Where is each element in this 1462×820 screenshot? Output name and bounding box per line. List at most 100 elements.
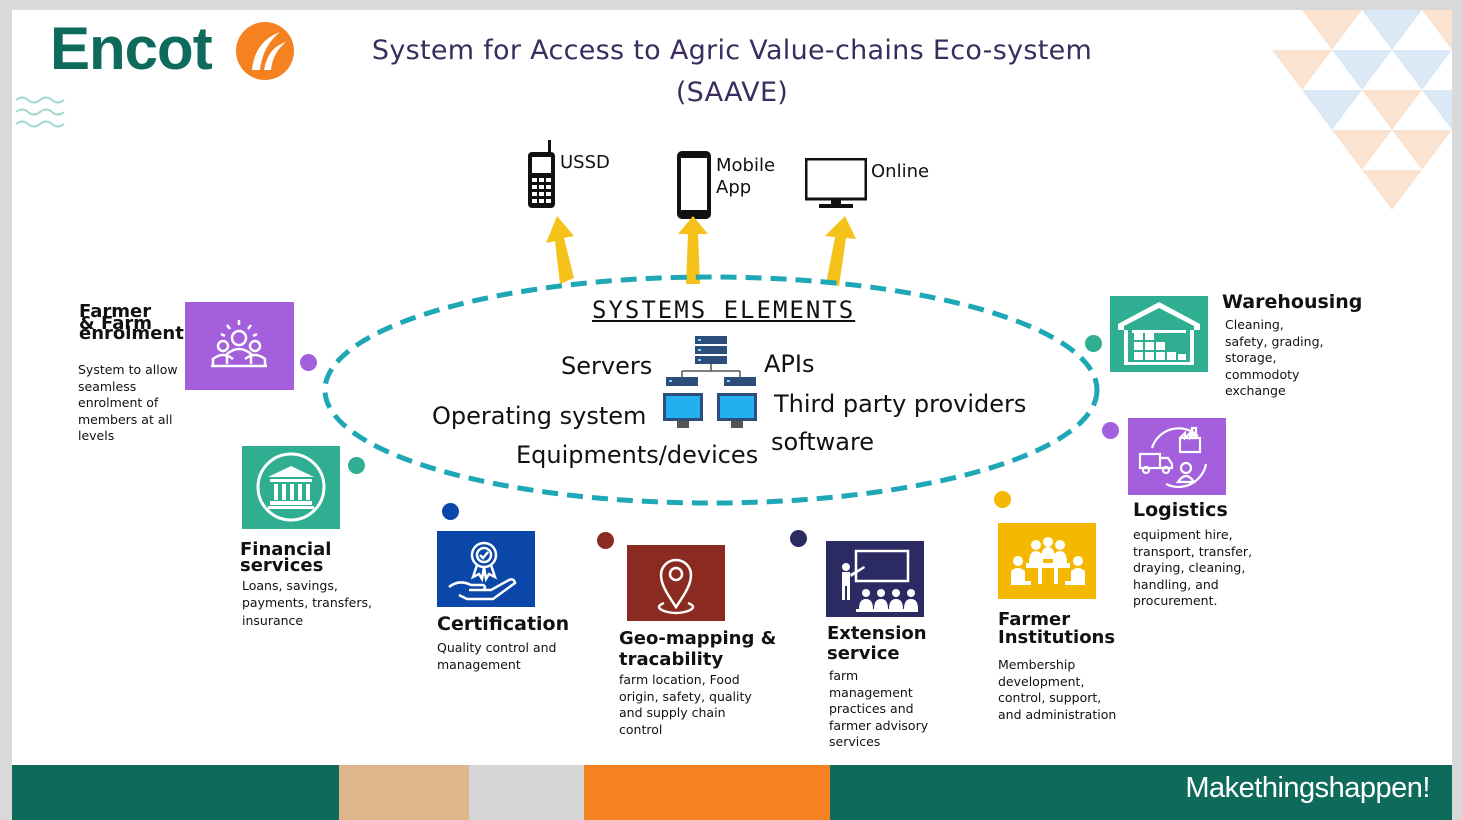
warehousing-dot — [1085, 335, 1102, 352]
logistics-heading-1: Logistics — [1133, 499, 1228, 521]
extension-dot — [790, 530, 807, 547]
meeting-table-icon — [1011, 537, 1085, 585]
geo-mapping-desc-1: farm location, Food — [619, 672, 740, 687]
farmer-enrolment-icon-box — [185, 302, 294, 390]
title-line-1: System for Access to Agric Value-chains … — [371, 35, 1093, 66]
financial-desc-1: Loans, savings, — [242, 578, 338, 593]
farmer-institutions-desc-3: control, support, — [998, 690, 1102, 705]
channel-ussd-line-1: USSD — [560, 152, 610, 173]
financial-desc-2: payments, transfers, — [242, 594, 372, 610]
farmer-enrolment-desc-3: enrolment of — [78, 395, 159, 410]
farmer-institutions-icon-box — [998, 523, 1096, 599]
map-pin-icon — [657, 558, 695, 615]
farmer-enrolment-heading-3: enrolment — [79, 323, 184, 344]
footer-bar-tan — [339, 765, 469, 820]
warehousing-desc-4: commodoty — [1225, 366, 1300, 382]
arrow-to-mobile — [678, 216, 708, 284]
extension-heading-1: Extension — [827, 623, 927, 644]
financial-desc: Loans, savings, payments, transfers, ins… — [242, 578, 372, 630]
farmer-institutions-heading-1: Farmer — [998, 609, 1071, 630]
geo-mapping-desc-3: and supply chain — [619, 705, 726, 720]
extension-heading: Extension service — [827, 624, 927, 663]
element-software: software — [771, 428, 875, 456]
extension-desc-4: farmer advisory — [829, 717, 929, 733]
decorative-triangles — [1272, 10, 1452, 210]
farmer-enrolment-heading: Farmer & Farm enrolment — [79, 302, 184, 343]
channel-mobile-label: Mobile App — [716, 155, 775, 199]
geo-mapping-desc-2: origin, safety, quality — [619, 688, 752, 704]
channel-online-label: Online — [871, 161, 929, 183]
feature-phone-icon — [528, 140, 555, 208]
farmer-enrolment-heading-2: & Farm — [79, 313, 152, 334]
server-network-icon — [663, 336, 757, 428]
footer-bar-teal-right — [830, 765, 1452, 820]
extension-desc-2: management — [829, 684, 913, 700]
element-equipments: Equipments/devices — [516, 441, 759, 469]
decorative-waves — [15, 96, 65, 128]
footer-bar-orange — [584, 765, 830, 820]
extension-heading-2: service — [827, 643, 900, 664]
logistics-desc: equipment hire, transport, transfer, dra… — [1133, 527, 1252, 610]
element-servers: Servers — [561, 352, 653, 380]
farmer-enrolment-desc-5: levels — [78, 428, 115, 443]
footer-bar-grey — [469, 765, 584, 820]
farmer-institutions-desc-2: development, — [998, 673, 1085, 689]
geo-mapping-heading-2: tracability — [619, 649, 724, 670]
financial-heading: Financial services — [240, 540, 331, 575]
bank-icon — [256, 452, 326, 522]
certification-dot — [442, 503, 459, 520]
extension-desc-3: practices and — [829, 701, 914, 716]
logistics-desc-2: transport, transfer, — [1133, 543, 1253, 559]
logistics-desc-1: equipment hire, — [1133, 527, 1233, 542]
title-line-2: (SAAVE) — [675, 77, 789, 108]
channel-mobile-line-1: Mobile — [716, 155, 776, 176]
element-third-party: Third party providers — [774, 390, 1027, 418]
farmer-enrolment-desc-4: members at all — [78, 411, 173, 427]
farmer-institutions-heading-2: Institutions — [998, 627, 1116, 648]
footer-tagline: Makethingshappen! — [1185, 772, 1430, 804]
element-operating-system: Operating system — [432, 402, 647, 430]
certification-desc: Quality control and management — [437, 640, 556, 673]
farmer-enrolment-dot — [300, 354, 317, 371]
farmer-institutions-dot — [994, 491, 1011, 508]
geo-mapping-dot — [597, 532, 614, 549]
teacher-class-icon — [842, 549, 918, 612]
warehousing-icon-box — [1110, 296, 1208, 372]
channel-ussd-label: USSD — [560, 152, 610, 174]
financial-icon-box — [242, 446, 340, 529]
monitor-icon — [805, 158, 867, 208]
award-hand-icon — [448, 541, 517, 601]
financial-dot — [348, 457, 365, 474]
geo-mapping-desc-4: control — [619, 721, 663, 737]
farmer-enrolment-desc-2: seamless — [78, 378, 137, 394]
farmer-enrolment-heading-1: Farmer — [79, 301, 152, 322]
logistics-dot — [1102, 422, 1119, 439]
geo-mapping-icon-box — [627, 545, 725, 621]
farmer-institutions-desc-1: Membership — [998, 657, 1076, 672]
people-group-icon — [211, 320, 267, 368]
farmer-institutions-desc: Membership development, control, support… — [998, 657, 1116, 723]
logistics-desc-3: draying, cleaning, — [1133, 560, 1246, 575]
warehousing-desc-1: Cleaning, — [1225, 317, 1284, 332]
geo-mapping-heading-1: Geo-mapping & — [619, 628, 777, 649]
financial-desc-3: insurance — [242, 613, 304, 628]
slide: Encot System for Access to Agric Value-c… — [12, 10, 1452, 820]
farmer-enrolment-desc: System to allow seamless enrolment of me… — [78, 362, 178, 445]
warehousing-desc: Cleaning, safety, grading, storage, comm… — [1225, 317, 1323, 400]
smartphone-icon — [677, 151, 711, 219]
extension-desc-5: services — [829, 734, 881, 749]
logistics-icon-box — [1128, 418, 1226, 495]
logo-flame-icon — [236, 22, 294, 80]
certification-desc-2: management — [437, 656, 521, 672]
system-elements-ellipse — [322, 274, 1100, 506]
certification-desc-1: Quality control and — [437, 640, 557, 655]
system-elements-heading: SYSTEMS ELEMENTS — [592, 296, 856, 324]
financial-heading-2: services — [240, 555, 324, 576]
logistics-desc-5: procurement. — [1133, 593, 1218, 608]
warehousing-desc-5: exchange — [1225, 383, 1286, 398]
arrow-to-ussd — [546, 216, 574, 284]
financial-heading-1: Financial — [240, 539, 332, 560]
certification-icon-box — [437, 531, 535, 607]
arrows — [546, 216, 856, 286]
warehouse-icon — [1118, 302, 1200, 365]
